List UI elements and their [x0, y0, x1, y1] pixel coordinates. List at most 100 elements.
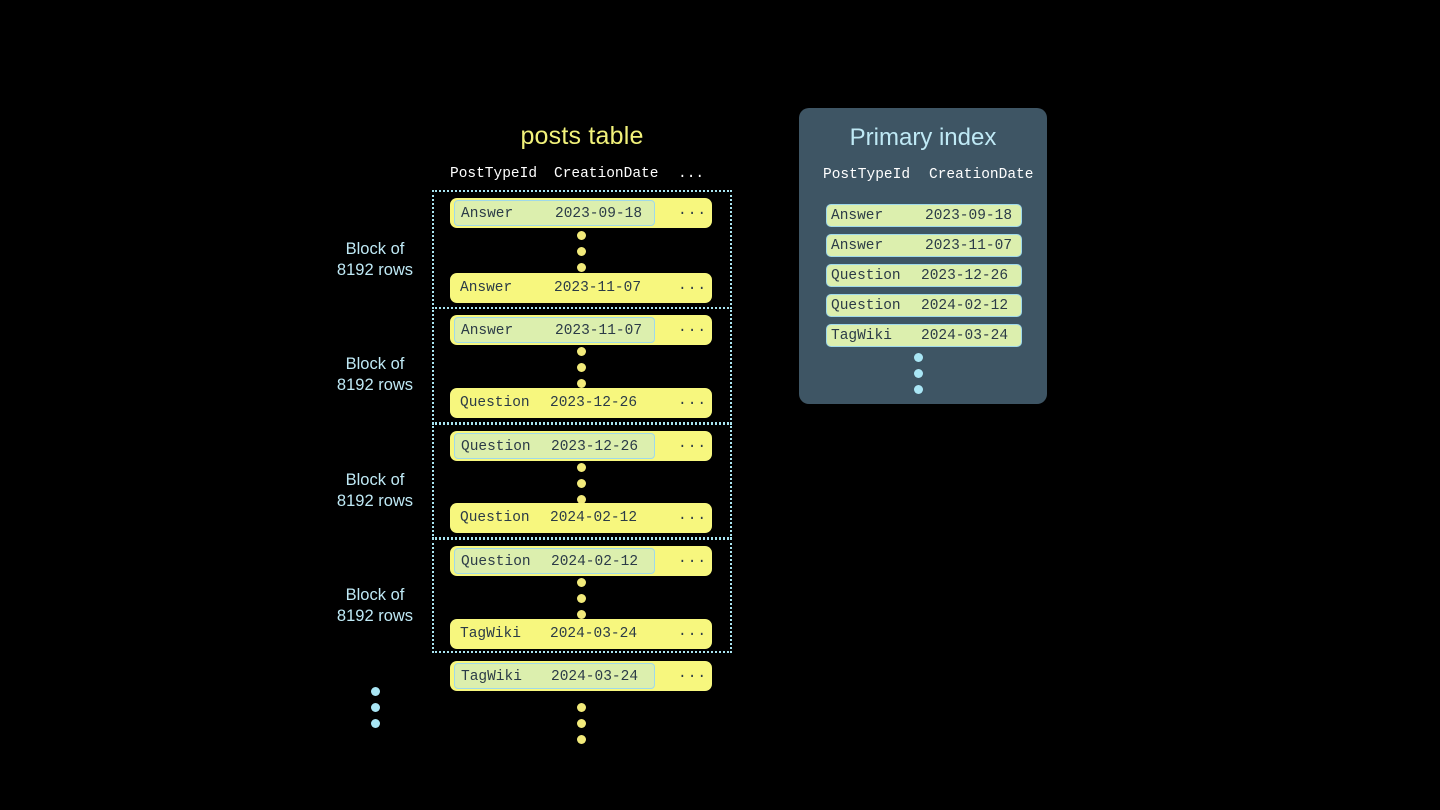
cell-creationdate: 2023-12-26 [550, 395, 638, 411]
table-row[interactable]: Answer 2023-11-07 ... [450, 273, 712, 303]
cell-posttypeid: Question [461, 439, 531, 455]
dot [577, 578, 586, 587]
cell-posttypeid: Question [831, 268, 901, 284]
column-header-ellipsis: ... [678, 166, 705, 182]
row-ellipsis-vertical-2 [577, 347, 586, 388]
table-row[interactable]: Question 2023-12-26 ... [450, 388, 712, 418]
table-row[interactable]: TagWiki 2024-03-24 ... [450, 619, 712, 649]
cell-creationdate: 2023-11-07 [555, 323, 643, 339]
cell-posttypeid: Answer [831, 208, 884, 224]
index-row[interactable]: Question 2023-12-26 [826, 264, 1022, 287]
primary-index-title: Primary index [849, 124, 997, 151]
column-header-posttypeid: PostTypeId [823, 167, 911, 183]
row-key-cells: Question 2023-12-26 [454, 433, 655, 459]
cell-creationdate: 2023-12-26 [921, 268, 1009, 284]
row-ellipsis-vertical-3 [577, 463, 586, 504]
block-label-1: Block of 8192 rows [300, 239, 450, 281]
table-row[interactable]: Answer 2023-11-07 ... [450, 315, 712, 345]
cell-ellipsis: ... [678, 203, 708, 219]
index-row[interactable]: Question 2024-02-12 [826, 294, 1022, 317]
block-label-line2: 8192 rows [336, 261, 414, 279]
cell-posttypeid: Question [831, 298, 901, 314]
dot [577, 231, 586, 240]
index-row[interactable]: Answer 2023-11-07 [826, 234, 1022, 257]
dot [914, 353, 923, 362]
row-key-cells: Answer 2023-11-07 [454, 317, 655, 343]
cell-creationdate: 2024-02-12 [550, 510, 638, 526]
dot [577, 463, 586, 472]
cell-creationdate: 2024-02-12 [921, 298, 1009, 314]
cell-posttypeid: Answer [461, 206, 514, 222]
blocks-ellipsis-vertical [371, 687, 380, 728]
table-row[interactable]: TagWiki 2024-03-24 ... [450, 661, 712, 691]
dot [577, 719, 586, 728]
cell-creationdate: 2023-09-18 [925, 208, 1013, 224]
dot [577, 247, 586, 256]
cell-creationdate: 2024-03-24 [921, 328, 1009, 344]
dot [371, 687, 380, 696]
table-row[interactable]: Question 2023-12-26 ... [450, 431, 712, 461]
row-ellipsis-vertical-4 [577, 578, 586, 619]
block-label-line2: 8192 rows [336, 492, 414, 510]
block-label-line1: Block of [345, 355, 405, 373]
cell-creationdate: 2023-11-07 [554, 280, 642, 296]
dot [577, 495, 586, 504]
dot [371, 719, 380, 728]
cell-posttypeid: Answer [460, 280, 513, 296]
cell-ellipsis: ... [678, 436, 708, 452]
dot [577, 363, 586, 372]
column-header-posttypeid: PostTypeId [450, 166, 538, 182]
primary-index-column-headers: PostTypeId CreationDate [823, 167, 1033, 187]
cell-creationdate: 2023-12-26 [551, 439, 639, 455]
dot [577, 347, 586, 356]
block-label-line1: Block of [345, 240, 405, 258]
cell-creationdate: 2023-11-07 [925, 238, 1013, 254]
cell-creationdate: 2023-09-18 [555, 206, 643, 222]
index-ellipsis-vertical [914, 353, 923, 394]
cell-posttypeid: Question [460, 510, 530, 526]
block-label-2: Block of 8192 rows [300, 354, 450, 396]
cell-ellipsis: ... [678, 666, 708, 682]
cell-posttypeid: Answer [831, 238, 884, 254]
block-label-line2: 8192 rows [336, 607, 414, 625]
cell-creationdate: 2024-02-12 [551, 554, 639, 570]
cell-ellipsis: ... [678, 624, 708, 640]
posts-table-group: posts table PostTypeId CreationDate ... … [300, 122, 732, 744]
block-label-3: Block of 8192 rows [300, 470, 450, 512]
table-row[interactable]: Answer 2023-09-18 ... [450, 198, 712, 228]
row-key-cells: Answer 2023-09-18 [454, 200, 655, 226]
row-key-cells: Question 2024-02-12 [454, 548, 655, 574]
dot [577, 594, 586, 603]
cell-posttypeid: TagWiki [461, 669, 522, 685]
column-header-creationdate: CreationDate [554, 166, 659, 182]
cell-ellipsis: ... [678, 551, 708, 567]
dot [577, 379, 586, 388]
primary-index-panel: Primary index PostTypeId CreationDate An… [799, 108, 1047, 404]
cell-creationdate: 2024-03-24 [550, 626, 638, 642]
dot [914, 369, 923, 378]
table-ellipsis-vertical-bottom [577, 703, 586, 744]
dot [577, 703, 586, 712]
posts-table-column-headers: PostTypeId CreationDate ... [450, 166, 712, 186]
block-label-line1: Block of [345, 471, 405, 489]
cell-ellipsis: ... [678, 393, 708, 409]
index-row[interactable]: TagWiki 2024-03-24 [826, 324, 1022, 347]
row-key-cells: TagWiki 2024-03-24 [454, 663, 655, 689]
block-label-4: Block of 8192 rows [300, 585, 450, 627]
dot [577, 735, 586, 744]
dot [577, 479, 586, 488]
table-row[interactable]: Question 2024-02-12 ... [450, 546, 712, 576]
dot [577, 263, 586, 272]
posts-table-title: posts table [520, 122, 644, 150]
dot [371, 703, 380, 712]
cell-posttypeid: Question [460, 395, 530, 411]
block-label-line2: 8192 rows [336, 376, 414, 394]
block-frame-4 [432, 538, 732, 653]
cell-posttypeid: Answer [461, 323, 514, 339]
row-ellipsis-vertical-1 [577, 231, 586, 272]
block-label-line1: Block of [345, 586, 405, 604]
cell-creationdate: 2024-03-24 [551, 669, 639, 685]
index-row[interactable]: Answer 2023-09-18 [826, 204, 1022, 227]
table-row[interactable]: Question 2024-02-12 ... [450, 503, 712, 533]
cell-ellipsis: ... [678, 508, 708, 524]
